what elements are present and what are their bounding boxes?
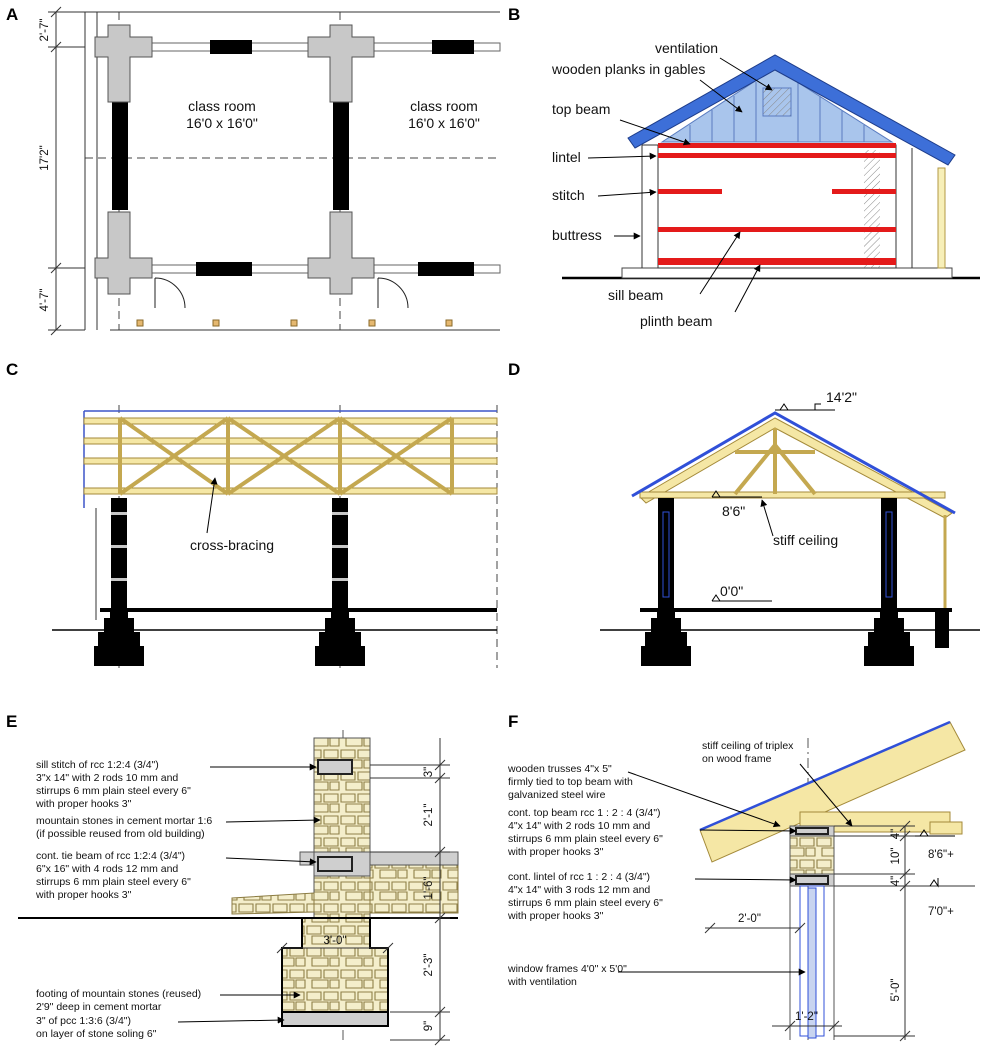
dim-a-top: 2'-7"	[39, 19, 51, 42]
note-f-lintel: cont. lintel of rcc 1 : 2 : 4 (3/4") 4"x…	[507, 871, 663, 922]
room-2-label: class room	[410, 98, 478, 114]
svg-text:3" of pcc 1:3:6 (3/4"): 3" of pcc 1:3:6 (3/4")	[36, 1015, 131, 1027]
svg-text:cont. lintel of rcc 1 : 2 : 4: cont. lintel of rcc 1 : 2 : 4 (3/4")	[508, 871, 650, 883]
svg-text:stirrups 6 mm plain steel ever: stirrups 6 mm plain steel every 6"	[508, 897, 663, 909]
svg-text:on wood frame: on wood frame	[702, 753, 772, 765]
svg-text:6"x 16" with 4 rods 12 mm and: 6"x 16" with 4 rods 12 mm and	[36, 863, 178, 875]
panel-d-letter: D	[508, 360, 520, 379]
note-f-trusses: wooden trusses 4"x 5" firmly tied to top…	[507, 763, 633, 801]
note-e-mountain-stones: mountain stones in cement mortar 1:6 (if…	[36, 815, 212, 840]
svg-text:2'9" deep in cement mortar: 2'9" deep in cement mortar	[36, 1001, 162, 1013]
svg-text:with proper hooks 3": with proper hooks 3"	[35, 798, 132, 810]
dim-e-3in: 3"	[423, 767, 435, 777]
svg-text:wooden trusses 4"x 5": wooden trusses 4"x 5"	[507, 763, 612, 775]
panel-a-letter: A	[6, 5, 18, 24]
panel-f-letter: F	[508, 712, 518, 731]
label-top-beam: top beam	[552, 101, 610, 117]
level-f-7-0: 7'0"+	[928, 906, 954, 918]
label-cross-bracing: cross-bracing	[190, 537, 274, 553]
svg-text:with proper hooks 3": with proper hooks 3"	[507, 910, 604, 922]
dim-f-4a: 4"	[890, 829, 902, 839]
dim-e-9in: 9"	[423, 1021, 435, 1031]
panel-c-letter: C	[6, 360, 18, 379]
svg-text:stirrups 6 mm plain steel ever: stirrups 6 mm plain steel every 6"	[508, 833, 663, 845]
room-1-label: class room	[188, 98, 256, 114]
svg-text:with proper hooks 3": with proper hooks 3"	[507, 846, 604, 858]
svg-text:stirrups 6 mm plain steel ever: stirrups 6 mm plain steel every 6"	[36, 876, 191, 888]
panel-a-floor-plan: A	[6, 5, 501, 336]
svg-text:cont. top beam rcc 1 : 2 : 4 (: cont. top beam rcc 1 : 2 : 4 (3/4")	[508, 807, 661, 819]
label-buttress: buttress	[552, 227, 602, 243]
label-sill-beam: sill beam	[608, 287, 663, 303]
note-f-ceiling: stiff ceiling of triplex on wood frame	[702, 740, 794, 765]
label-lintel: lintel	[552, 149, 581, 165]
label-ventilation: ventilation	[655, 40, 718, 56]
dim-e-2-1: 2'-1"	[423, 804, 435, 827]
svg-text:3"x 14" with 2 rods 10 mm and: 3"x 14" with 2 rods 10 mm and	[36, 772, 178, 784]
level-ceiling: 8'6"	[722, 503, 745, 519]
svg-text:4"x 14" with 3 rods 12 mm and: 4"x 14" with 3 rods 12 mm and	[508, 884, 650, 896]
note-e-footing: footing of mountain stones (reused) 2'9"…	[36, 988, 201, 1013]
svg-text:galvanized steel wire: galvanized steel wire	[508, 789, 606, 801]
note-e-pcc: 3" of pcc 1:3:6 (3/4") on layer of stone…	[36, 1015, 157, 1040]
dim-e-1-6: 1'-6"	[423, 877, 435, 900]
note-e-tie-beam: cont. tie beam of rcc 1:2:4 (3/4") 6"x 1…	[35, 850, 191, 901]
svg-text:footing of mountain stones (re: footing of mountain stones (reused)	[36, 988, 201, 1000]
dim-e-2-3: 2'-3"	[423, 954, 435, 977]
level-floor: 0'0"	[720, 583, 743, 599]
panel-c-section: C	[6, 360, 498, 668]
panel-e-letter: E	[6, 712, 17, 731]
label-stiff-ceiling: stiff ceiling	[773, 532, 838, 548]
svg-text:4"x 14" with 2 rods 10 mm and: 4"x 14" with 2 rods 10 mm and	[508, 820, 650, 832]
dim-f-5-0: 5'-0"	[890, 979, 902, 1002]
dim-f-10: 10"	[890, 848, 902, 865]
panel-b-elevation: B ventilation woo	[508, 5, 980, 329]
panel-b-letter: B	[508, 5, 520, 24]
dim-f-2-0: 2'-0"	[738, 913, 761, 925]
svg-text:mountain stones in cement mort: mountain stones in cement mortar 1:6	[36, 815, 212, 827]
svg-text:sill stitch of rcc 1:2:4 (3/4": sill stitch of rcc 1:2:4 (3/4")	[36, 759, 159, 771]
svg-text:firmly tied to top beam with: firmly tied to top beam with	[508, 776, 633, 788]
note-e-sill-stitch: sill stitch of rcc 1:2:4 (3/4") 3"x 14" …	[35, 759, 191, 810]
room-2-size: 16'0 x 16'0"	[408, 115, 480, 131]
panel-e-wall-detail: E 3" 2'-	[6, 712, 459, 1046]
panel-f-roof-detail: F	[507, 712, 975, 1042]
note-f-window: window frames 4'0" x 5'0" with ventilati…	[507, 963, 627, 988]
dim-e-width: 3'-0"	[324, 935, 347, 947]
panel-d-cross-section: D 14'	[508, 360, 980, 666]
svg-text:with proper hooks 3": with proper hooks 3"	[35, 889, 132, 901]
svg-text:window frames 4'0" x 5'0": window frames 4'0" x 5'0"	[507, 963, 627, 975]
label-plinth-beam: plinth beam	[640, 313, 712, 329]
dim-a-mid: 17'2"	[39, 145, 51, 170]
level-ridge: 14'2"	[826, 389, 857, 405]
svg-text:on layer of stone soling 6": on layer of stone soling 6"	[36, 1028, 157, 1040]
label-stitch: stitch	[552, 187, 585, 203]
note-f-top-beam: cont. top beam rcc 1 : 2 : 4 (3/4") 4"x …	[507, 807, 663, 858]
level-f-8-6: 8'6"+	[928, 849, 954, 861]
label-wooden-planks: wooden planks in gables	[551, 61, 705, 77]
svg-text:stirrups 6 mm plain steel ever: stirrups 6 mm plain steel every 6"	[36, 785, 191, 797]
dim-f-1-2: 1'-2"	[795, 1011, 818, 1023]
dim-a-bottom: 4'-7"	[39, 289, 51, 312]
svg-text:(if possible reused from old b: (if possible reused from old building)	[36, 828, 205, 840]
svg-text:with ventilation: with ventilation	[507, 976, 577, 988]
room-1-size: 16'0 x 16'0"	[186, 115, 258, 131]
dim-f-4b: 4"	[890, 876, 902, 886]
svg-text:cont. tie beam of rcc 1:2:4 (3: cont. tie beam of rcc 1:2:4 (3/4")	[36, 850, 185, 862]
svg-text:stiff ceiling of triplex: stiff ceiling of triplex	[702, 740, 794, 752]
